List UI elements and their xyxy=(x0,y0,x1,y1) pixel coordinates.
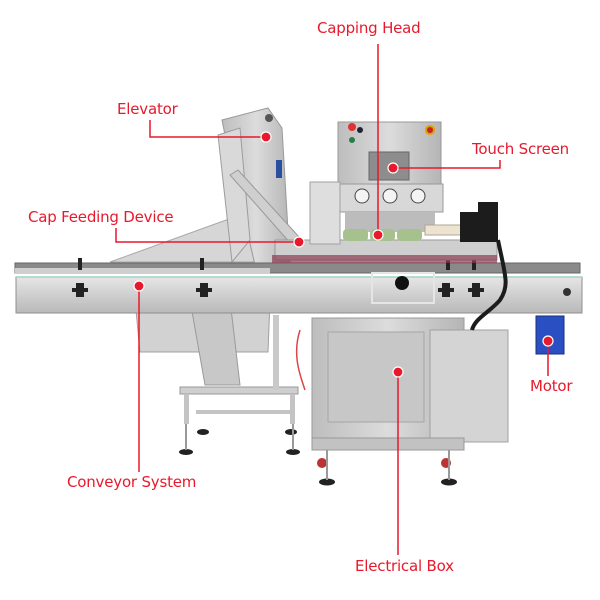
label-touch-screen: Touch Screen xyxy=(472,140,569,158)
cap-feeding-device-dot xyxy=(293,236,305,248)
label-electrical-box: Electrical Box xyxy=(355,557,454,575)
touch-screen-dot xyxy=(387,162,399,174)
label-conveyor-system: Conveyor System xyxy=(67,473,197,491)
conveyor xyxy=(14,258,583,314)
capping-head-dot xyxy=(372,229,384,241)
label-capping-head: Capping Head xyxy=(317,19,421,37)
main-frame xyxy=(295,317,509,486)
elevator-column xyxy=(217,107,301,266)
label-cap-feeding-device: Cap Feeding Device xyxy=(28,208,174,226)
motor-dot xyxy=(542,335,554,347)
elevator-dot xyxy=(260,131,272,143)
capping-head-assembly xyxy=(272,121,498,263)
cap-feeding-device-leader xyxy=(115,228,299,243)
electrical-box-dot xyxy=(392,366,404,378)
elevator-leader xyxy=(149,120,266,138)
label-elevator: Elevator xyxy=(117,100,178,118)
touch-screen-leader xyxy=(393,160,501,169)
label-motor: Motor xyxy=(530,377,573,395)
motors xyxy=(460,202,565,355)
hopper-stand xyxy=(179,315,300,455)
conveyor-system-dot xyxy=(133,280,145,292)
